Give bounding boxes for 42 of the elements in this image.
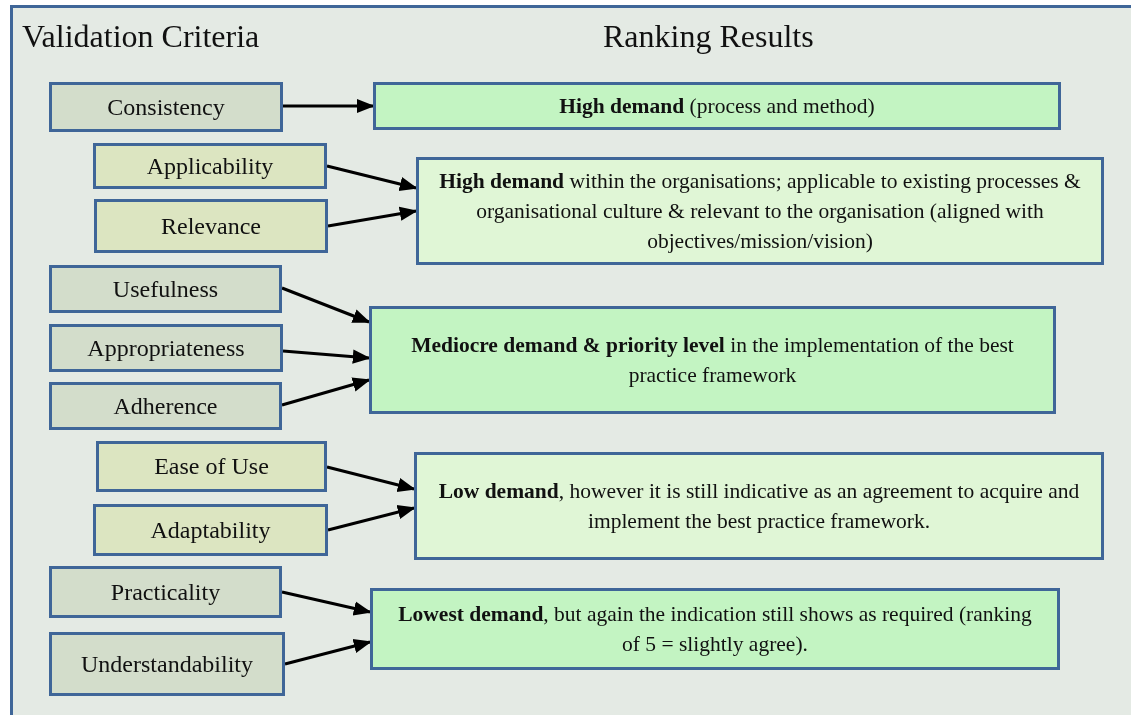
criterion-box [49, 566, 282, 618]
result-box [414, 452, 1104, 560]
result-text: High demand (process and method) [559, 92, 875, 120]
criterion-box [49, 632, 285, 696]
result-text: High demand within the organisations; applicable to existing processes & organisational culture & relevant to the organisation (aligned with objectives/mission/vision) [438, 167, 1082, 256]
arrow [284, 639, 372, 666]
criterion-label: Relevance [161, 212, 261, 240]
criterion-box [49, 382, 282, 430]
arrow [326, 164, 418, 192]
criterion-box [49, 265, 282, 313]
arrow [327, 505, 416, 532]
result-box [369, 306, 1056, 414]
criterion-label: Usefulness [112, 275, 219, 303]
criterion-label: Ease of Use [154, 453, 269, 480]
criterion-label: Consistency [107, 93, 225, 121]
criterion-box [49, 82, 283, 132]
criterion-box [96, 441, 327, 492]
arrow [282, 349, 371, 364]
criterion-label: Understandability [81, 650, 253, 678]
column-heading: Ranking Results [603, 18, 814, 55]
result-box [370, 588, 1060, 670]
arrow [326, 465, 416, 492]
criterion-box [49, 324, 283, 372]
result-text: Low demand, however it is still indicative as an agreement to acquire and implement the best practice framework. [437, 477, 1081, 535]
criterion-box [94, 199, 328, 253]
criterion-label: Adherence [113, 392, 218, 420]
criterion-label: Adaptability [150, 516, 271, 544]
result-text: Lowest demand, but again the indication still shows as required (ranking of 5 = slightly agree). [397, 600, 1033, 658]
criterion-label: Appropriateness [87, 334, 245, 362]
criterion-box [93, 504, 328, 556]
result-box [416, 157, 1104, 265]
column-heading: Validation Criteria [22, 18, 260, 55]
arrow [283, 98, 375, 114]
result-text: Mediocre demand & priority level in the implementation of the best practice framework [410, 331, 1015, 389]
arrow [281, 286, 371, 324]
arrow [281, 590, 372, 616]
criterion-box [93, 143, 327, 189]
arrow [327, 206, 418, 228]
criterion-label: Practicality [110, 578, 221, 606]
result-box [373, 82, 1061, 130]
criterion-label: Applicability [146, 152, 274, 180]
arrow [281, 377, 371, 407]
